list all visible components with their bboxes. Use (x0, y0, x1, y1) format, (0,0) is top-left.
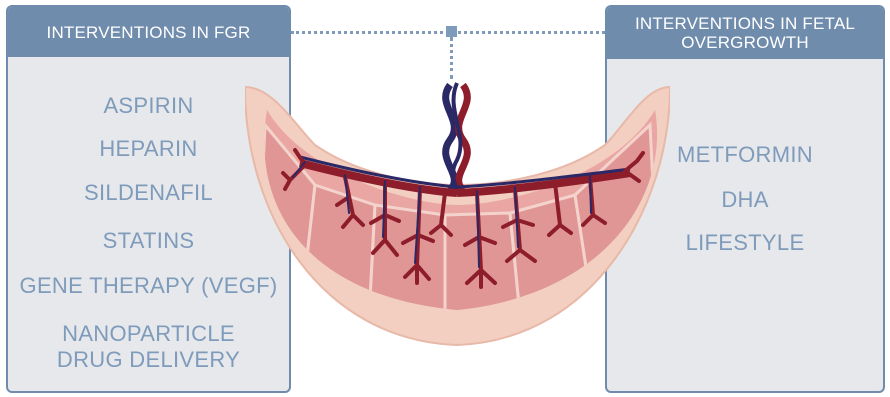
placenta-illustration (245, 65, 670, 350)
connector-node (446, 26, 457, 37)
panel-title-fgr: INTERVENTIONS IN FGR (8, 7, 289, 57)
list-item-drug-delivery: DRUG DELIVERY (8, 347, 289, 372)
panel-title-line2: OVERGROWTH (635, 33, 855, 52)
panel-title-overgrowth: INTERVENTIONS IN FETAL OVERGROWTH (607, 7, 883, 59)
panel-title-line1: INTERVENTIONS IN FETAL (635, 14, 855, 33)
